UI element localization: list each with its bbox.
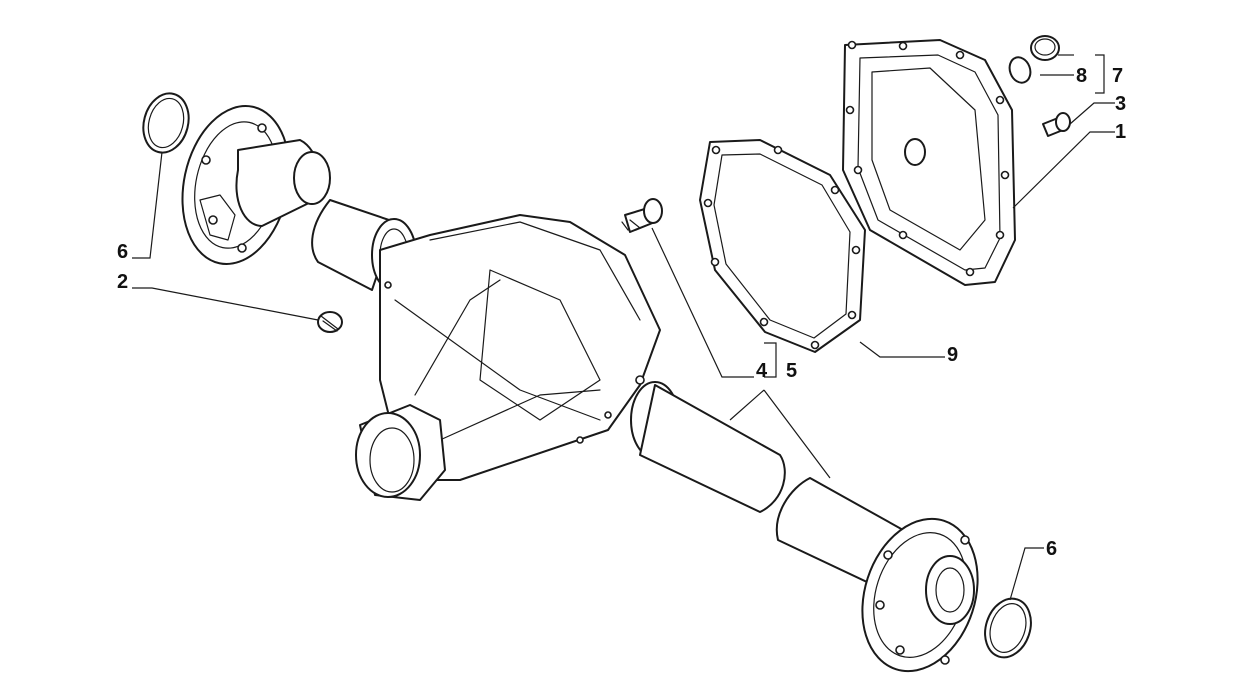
leader-6-left bbox=[132, 151, 163, 259]
leader-45-tubes bbox=[729, 389, 831, 479]
callout-4: 4 bbox=[756, 360, 768, 382]
leader-7-bracket bbox=[1095, 54, 1105, 94]
callout-8: 8 bbox=[1076, 65, 1087, 87]
filler-plug bbox=[1030, 35, 1060, 61]
o-ring-left bbox=[142, 92, 190, 154]
leader-4 bbox=[651, 227, 754, 378]
cover-gasket bbox=[699, 139, 866, 353]
pinion-housing bbox=[355, 404, 446, 501]
callout-2: 2 bbox=[117, 271, 128, 293]
callout-5: 5 bbox=[786, 360, 797, 382]
callout-6-left: 6 bbox=[117, 241, 128, 263]
callout-9: 9 bbox=[947, 344, 958, 366]
axle-flange-right bbox=[861, 517, 979, 673]
callout-3: 3 bbox=[1115, 93, 1126, 115]
axle-flange-left bbox=[181, 105, 331, 265]
bolt-center bbox=[621, 198, 663, 233]
sealing-washer bbox=[1008, 56, 1032, 84]
callout-7: 7 bbox=[1112, 65, 1123, 87]
cover-bolt bbox=[1042, 112, 1071, 137]
callout-6-right: 6 bbox=[1046, 538, 1057, 560]
differential-housing bbox=[379, 214, 661, 481]
leader-9 bbox=[859, 341, 945, 358]
leader-3 bbox=[1069, 102, 1115, 125]
leader-6-right bbox=[1009, 547, 1044, 601]
leader-4-5-bracket bbox=[764, 342, 777, 378]
callout-1: 1 bbox=[1115, 121, 1126, 143]
o-ring-right bbox=[984, 597, 1032, 659]
drain-plug bbox=[317, 311, 343, 333]
leader-2 bbox=[132, 287, 319, 321]
leader-1 bbox=[1012, 131, 1115, 209]
differential-cover bbox=[842, 39, 1016, 286]
